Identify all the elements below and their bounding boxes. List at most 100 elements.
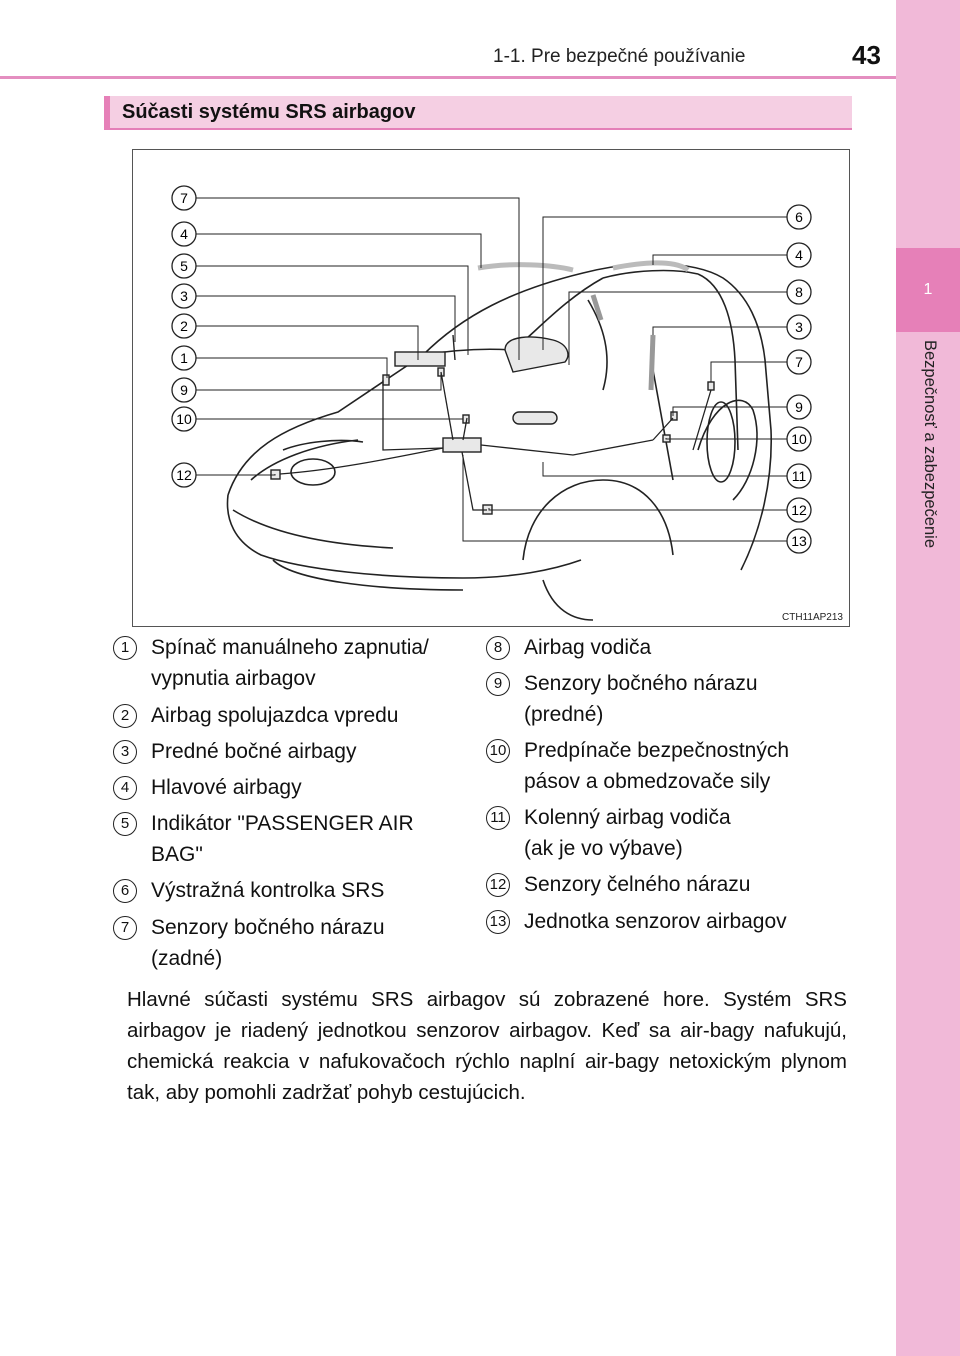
svg-text:12: 12	[176, 467, 192, 483]
legend-label: Jednotka senzorov airbagov	[524, 906, 787, 937]
callout-right-11: 11	[787, 464, 811, 488]
svg-text:4: 4	[180, 226, 188, 242]
legend-item-6: 6Výstražná kontrolka SRS	[151, 875, 384, 906]
leader-left-4	[196, 234, 481, 268]
legend-label: Airbag vodiča	[524, 632, 651, 663]
header-section-title: 1-1. Pre bezpečné používanie	[493, 46, 745, 68]
leader-left-3	[196, 296, 455, 342]
legend-label: Kolenný airbag vodiča (ak je vo výbave)	[524, 802, 731, 864]
svg-text:12: 12	[791, 502, 807, 518]
figure-code: CTH11AP213	[782, 612, 843, 623]
car-outline	[227, 264, 771, 620]
legend-label: Predné bočné airbagy	[151, 736, 356, 767]
chapter-label: Bezpečnosť a zabezpečenie	[915, 340, 939, 548]
svg-text:11: 11	[792, 468, 807, 484]
callout-right-7: 7	[787, 350, 811, 374]
legend-number-badge: 6	[113, 879, 137, 903]
leader-right-13	[463, 455, 787, 541]
svg-text:6: 6	[795, 209, 803, 225]
callout-left-4: 4	[172, 222, 196, 246]
callout-left-9: 9	[172, 378, 196, 402]
leader-left-10	[196, 418, 463, 419]
svg-text:4: 4	[795, 247, 803, 263]
leader-right-12	[489, 508, 787, 510]
legend-label: Airbag spolujazdca vpredu	[151, 700, 399, 731]
callout-left-7: 7	[172, 186, 196, 210]
chapter-number: 1	[896, 281, 960, 299]
svg-text:9: 9	[180, 382, 188, 398]
svg-text:8: 8	[795, 284, 803, 300]
leader-left-7	[196, 198, 519, 360]
svg-text:9: 9	[795, 399, 803, 415]
leader-right-7	[711, 362, 787, 382]
legend-number-badge: 13	[486, 910, 510, 934]
callout-right-4: 4	[787, 243, 811, 267]
body-paragraph: Hlavné súčasti systému SRS airbagov sú z…	[127, 984, 847, 1108]
leader-right-6	[543, 217, 787, 350]
svg-text:5: 5	[180, 258, 188, 274]
chapter-side-tab: 1	[896, 0, 960, 1356]
legend-label: Senzory bočného nárazu (zadné)	[151, 912, 385, 974]
legend-number-badge: 8	[486, 636, 510, 660]
callout-right-6: 6	[787, 205, 811, 229]
legend-label: Spínač manuálneho zapnutia/ vypnutia air…	[151, 632, 429, 694]
airbag-diagram: 7 4 5 3 2 1 9 10 12 6 4 8 3 7 9 10 11 12 13 CTH11AP213	[132, 149, 850, 627]
legend-number-badge: 7	[113, 916, 137, 940]
section-title: Súčasti systému SRS airbagov	[122, 101, 415, 124]
callout-badges: 7 4 5 3 2 1 9 10 12 6 4 8 3 7 9 10 11 12 13	[172, 186, 811, 553]
callout-right-13: 13	[787, 529, 811, 553]
legend-number-badge: 5	[113, 812, 137, 836]
svg-text:3: 3	[180, 288, 188, 304]
legend-number-badge: 4	[113, 776, 137, 800]
legend-number-badge: 3	[113, 740, 137, 764]
svg-text:3: 3	[795, 319, 803, 335]
leader-left-1	[196, 358, 387, 378]
leader-left-5	[196, 266, 468, 355]
legend-number-badge: 11	[486, 806, 510, 830]
legend-item-10: 10Predpínače bezpečnostných pásov a obme…	[524, 735, 789, 797]
leader-left-2	[196, 326, 418, 360]
svg-text:10: 10	[176, 411, 192, 427]
legend-label: Predpínače bezpečnostných pásov a obmedz…	[524, 735, 789, 797]
legend-number-badge: 9	[486, 672, 510, 696]
legend-number-badge: 10	[486, 739, 510, 763]
callout-left-12: 12	[172, 463, 196, 487]
callout-left-1: 1	[172, 346, 196, 370]
legend-item-8: 8Airbag vodiča	[524, 632, 651, 663]
svg-text:1: 1	[180, 350, 188, 366]
leader-right-3	[653, 327, 787, 335]
legend-number-badge: 1	[113, 636, 137, 660]
callout-right-8: 8	[787, 280, 811, 304]
svg-text:2: 2	[180, 318, 188, 334]
callout-right-12: 12	[787, 498, 811, 522]
legend-label: Hlavové airbagy	[151, 772, 302, 803]
legend-label: Senzory bočného nárazu (predné)	[524, 668, 758, 730]
callout-left-10: 10	[172, 407, 196, 431]
callout-left-2: 2	[172, 314, 196, 338]
callout-right-3: 3	[787, 315, 811, 339]
legend-label: Výstražná kontrolka SRS	[151, 875, 384, 906]
header-rule	[0, 76, 896, 79]
page-number: 43	[852, 40, 881, 71]
legend-number-badge: 2	[113, 704, 137, 728]
leader-left-9	[196, 372, 441, 390]
leader-right-10	[666, 438, 787, 439]
legend-number-badge: 12	[486, 873, 510, 897]
svg-text:10: 10	[791, 431, 807, 447]
callout-left-3: 3	[172, 284, 196, 308]
legend-label: Senzory čelného nárazu	[524, 869, 750, 900]
callout-right-10: 10	[787, 427, 811, 451]
leader-left-12	[196, 474, 275, 475]
callout-right-9: 9	[787, 395, 811, 419]
car-diagram-svg: 7 4 5 3 2 1 9 10 12 6 4 8 3 7 9 10 11 12 13	[133, 150, 849, 626]
leader-lines	[196, 198, 787, 541]
